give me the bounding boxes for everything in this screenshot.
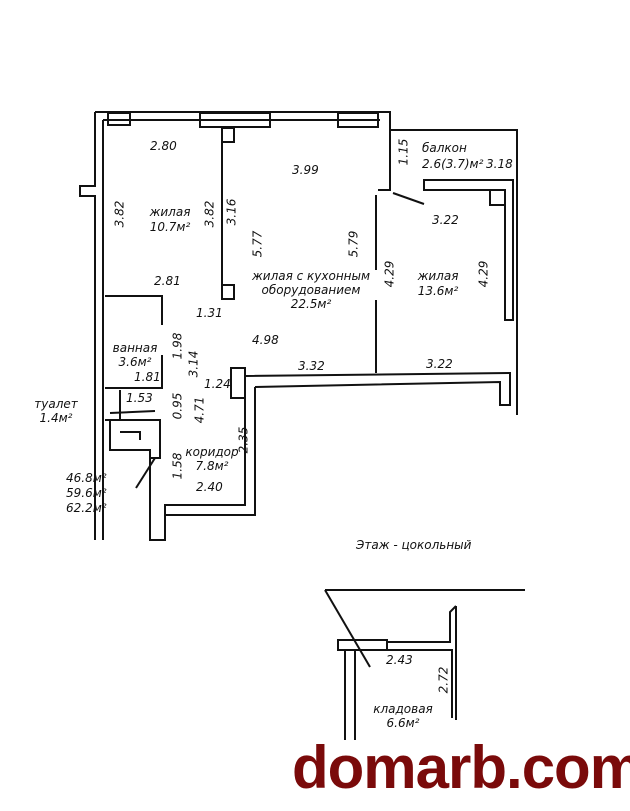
- room-name: балкон: [422, 141, 467, 155]
- area-total-1: 46.8м²: [66, 471, 107, 485]
- room-balcony-area: 2.6(3.7)м²: [422, 157, 484, 171]
- dim-label: 3.18: [486, 157, 513, 171]
- leader: [135, 457, 156, 489]
- room-area: 1.4м²: [39, 411, 73, 425]
- area-total-3: 62.2м²: [66, 501, 107, 515]
- dim-label: 4.71: [192, 396, 207, 424]
- room-toilet: туалет 1.4м²: [26, 398, 86, 424]
- room-area: 22.5м²: [290, 297, 332, 311]
- dim-label: 3.82: [202, 200, 217, 228]
- room-area: 7.8м²: [195, 459, 229, 473]
- room-name: туалет: [34, 397, 78, 411]
- dim-label: 3.99: [292, 163, 319, 177]
- dim-label: 2.80: [150, 139, 177, 153]
- dim-label: 3.82: [112, 200, 127, 228]
- room-name: жилая с кухонным: [251, 269, 371, 283]
- dim-label: 1.58: [170, 452, 185, 480]
- wall-living2-top: [423, 179, 514, 321]
- dim-label: 2.81: [154, 274, 181, 288]
- dim-label: 2.35: [236, 426, 251, 454]
- entry: [109, 420, 161, 459]
- dim-label: 2.72: [436, 666, 451, 694]
- door-swing: [392, 192, 425, 205]
- room-area: 10.7м²: [149, 220, 191, 234]
- dim-label: 1.98: [170, 332, 185, 360]
- wall-storage: [337, 639, 388, 651]
- balcony-rail: [392, 129, 518, 415]
- window: [337, 112, 379, 128]
- wall-balcony: [378, 111, 391, 191]
- dim-label: 3.32: [298, 359, 325, 373]
- room-bathroom: ванная 3.6м²: [110, 342, 160, 368]
- column: [489, 189, 506, 206]
- room-area: 13.6м²: [417, 284, 459, 298]
- wall-corridor-left: [149, 385, 246, 541]
- room-name: оборудованием: [261, 283, 361, 297]
- area-total-2: 59.6м²: [66, 486, 107, 500]
- room-living1: жилая 10.7м²: [140, 206, 200, 233]
- column: [221, 284, 235, 300]
- window: [107, 112, 131, 126]
- wall-south: [244, 371, 511, 406]
- wall-corridor-right: [165, 387, 256, 516]
- dim-label: 3.14: [186, 350, 201, 378]
- dim-label: 1.31: [196, 306, 223, 320]
- dim-label: 2.40: [196, 480, 223, 494]
- room-storage: кладовая 6.6м²: [368, 703, 438, 729]
- room-balcony: балкон: [422, 142, 467, 154]
- dim-label: 5.79: [346, 230, 361, 258]
- dim-label: 1.53: [126, 391, 153, 405]
- column: [230, 367, 246, 399]
- dim-label: 1.15: [396, 138, 411, 166]
- dim-label: 3.22: [432, 213, 459, 227]
- room-name: жилая: [417, 269, 459, 283]
- dim-label: 3.16: [224, 198, 239, 226]
- wall-left: [79, 112, 96, 540]
- room-living-kitchen: жилая с кухонным оборудованием 22.5м²: [246, 270, 376, 310]
- room-name: коридор: [185, 445, 239, 459]
- wall-toilet-b: [105, 419, 161, 432]
- watermark-logo: domarb.com: [292, 734, 630, 801]
- room-name: жилая: [149, 205, 191, 219]
- room-living2: жилая 13.6м²: [408, 270, 468, 297]
- dim-label: 4.29: [382, 260, 397, 288]
- dim-label: 1.24: [204, 377, 231, 391]
- wall-bath: [105, 295, 163, 325]
- dim-label: 4.98: [252, 333, 279, 347]
- floor-title: Этаж - цокольный: [356, 538, 472, 552]
- dim-label: 4.29: [476, 260, 491, 288]
- room-area: 3.6м²: [118, 355, 152, 369]
- leader: [109, 410, 156, 414]
- room-name: кладовая: [373, 702, 433, 716]
- dim-label: 2.43: [386, 653, 413, 667]
- dim-label: 3.22: [426, 357, 453, 371]
- dim-label: 0.95: [170, 392, 185, 420]
- room-corridor: коридор 7.8м²: [180, 446, 244, 472]
- room-name: ванная: [112, 341, 158, 355]
- wall-bath-b: [105, 355, 163, 389]
- dim-label: 1.81: [134, 370, 161, 384]
- column: [221, 127, 235, 143]
- room-area: 6.6м²: [386, 716, 420, 730]
- dim-label: 5.77: [250, 230, 265, 258]
